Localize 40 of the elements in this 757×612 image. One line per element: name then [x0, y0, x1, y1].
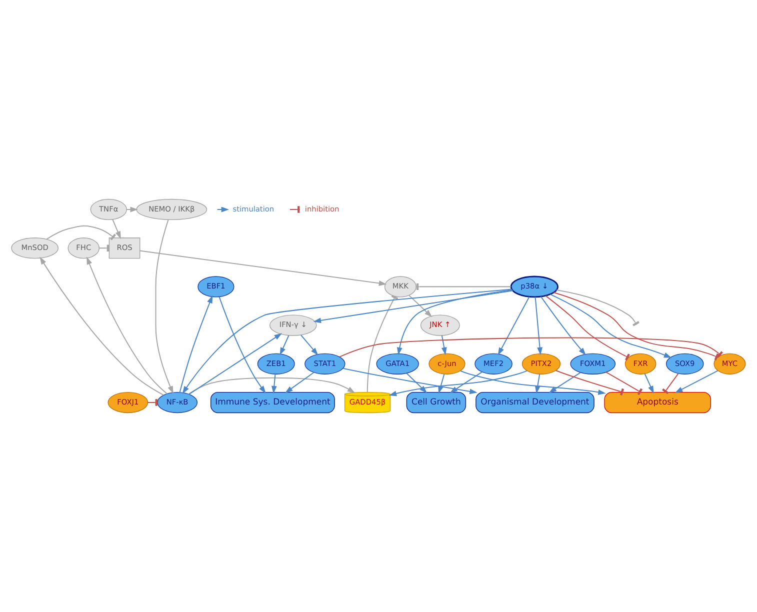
- node-box: Cell Growth: [406, 392, 466, 414]
- arrow: [550, 294, 672, 358]
- connector: [606, 372, 643, 396]
- arrow: [218, 296, 266, 394]
- arrow: [179, 295, 213, 392]
- connector: [554, 292, 719, 360]
- node-box: Organismal Development: [476, 392, 594, 414]
- connector: [366, 294, 398, 392]
- arrow: [534, 374, 540, 394]
- arrow: [140, 250, 387, 286]
- arrow: [188, 377, 356, 394]
- arrow: [548, 372, 581, 394]
- arrow: [112, 219, 121, 240]
- connector: [46, 225, 116, 240]
- arrow: [460, 370, 606, 395]
- node-box: Immune Sys. Development: [210, 392, 335, 414]
- arrow: [408, 295, 432, 318]
- arrow: [280, 335, 290, 356]
- arrow: [534, 297, 542, 356]
- arrow: [498, 296, 530, 356]
- arrow: [284, 372, 314, 394]
- arrow: [644, 374, 654, 394]
- connector: [545, 295, 630, 361]
- arrow: [674, 370, 718, 393]
- arrow: [155, 220, 174, 394]
- arrow: [313, 290, 513, 324]
- arrow: [188, 333, 282, 395]
- arrow: [86, 256, 168, 394]
- arrow: [540, 296, 586, 356]
- arrow: [396, 289, 512, 356]
- arrow: [300, 334, 318, 356]
- arrow: [441, 335, 447, 356]
- connector: [556, 290, 636, 322]
- arrow: [271, 374, 277, 394]
- arrow: [450, 372, 482, 394]
- arrow: [40, 256, 164, 396]
- connector: [662, 373, 679, 394]
- arrow: [388, 370, 528, 396]
- connector: [339, 337, 723, 358]
- arrow: [126, 206, 138, 212]
